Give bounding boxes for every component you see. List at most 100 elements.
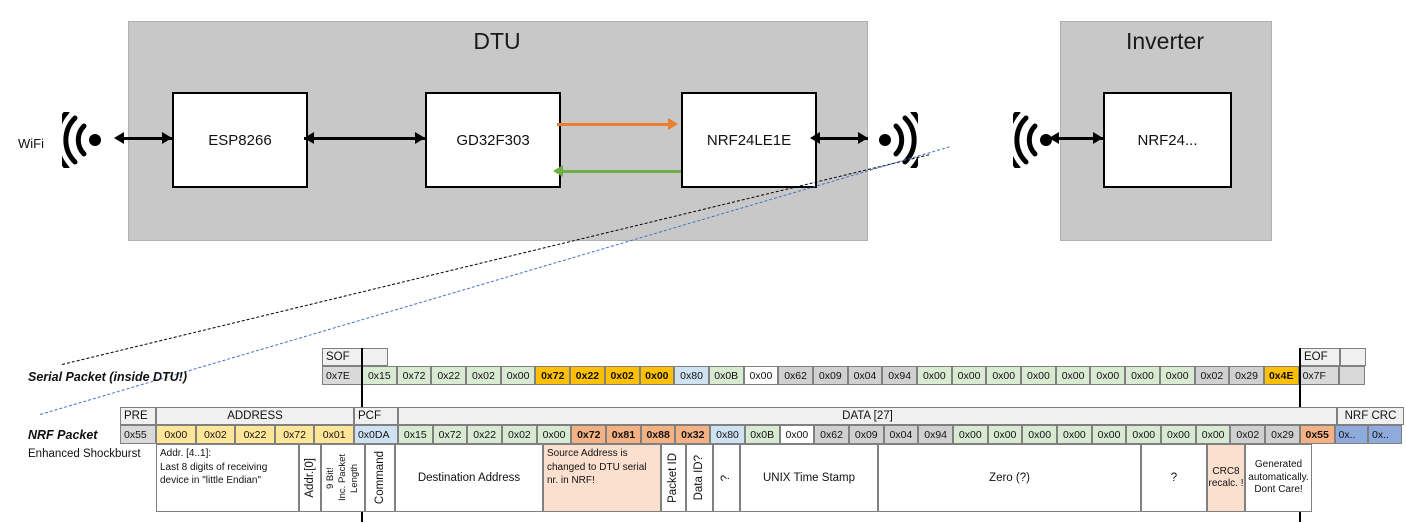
packet-byte-cell: 0x00 — [1057, 425, 1092, 444]
desc-destination-address: Destination Address — [395, 444, 543, 512]
chip-esp8266: ESP8266 — [172, 92, 308, 188]
chip-gd32f303-label: GD32F303 — [456, 131, 530, 149]
packet-byte-cell: 0x00 — [952, 425, 988, 444]
serial-sof-header-row: SOF — [322, 348, 388, 366]
nrf-packet-label: NRF Packet — [28, 428, 98, 442]
packet-byte-cell: 0x02 — [604, 366, 640, 385]
packet-byte-cell: 0x4E — [1263, 366, 1299, 385]
serial-eof-header-row: EOF — [1300, 348, 1366, 366]
nrf-header-row: PRE ADDRESS PCF DATA [27] NRF CRC — [120, 407, 1404, 425]
packet-byte-cell: 0x00 — [156, 425, 196, 444]
desc-data-id: Data ID? — [686, 444, 713, 512]
desc-tilde: ? — [713, 444, 740, 512]
chip-nrf24le1e-label: NRF24LE1E — [706, 131, 792, 149]
chip-nrf24le1e: NRF24LE1E — [681, 92, 817, 188]
desc-address-text: Addr. [4..1]: Last 8 digits of receiving… — [160, 448, 268, 486]
desc-addr0: Addr.[0] — [299, 444, 321, 512]
packet-byte-cell: 0x15 — [397, 425, 433, 444]
packet-byte-cell: 0x02 — [502, 425, 537, 444]
packet-byte-cell: 0x72 — [432, 425, 468, 444]
nrf-header-pcf: PCF — [354, 407, 398, 425]
packet-byte-cell: 0x00 — [1090, 366, 1126, 385]
packet-byte-cell: 0x94 — [882, 366, 917, 385]
desc-command: Command — [365, 444, 395, 512]
packet-byte-cell: 0x09 — [812, 366, 848, 385]
packet-byte-cell: 0x00 — [1161, 425, 1196, 444]
packet-byte-cell: 0x00 — [1126, 425, 1162, 444]
packet-byte-cell: 0x72 — [571, 425, 607, 444]
dtu-title: DTU — [473, 28, 521, 54]
desc-question: ? — [1141, 444, 1207, 512]
desc-pcf-bits: 9 Bit! — [325, 467, 337, 489]
nrf-header-pre: PRE — [120, 407, 156, 425]
arrow-inverter-air-head-left — [1049, 132, 1059, 144]
packet-byte-cell: 0x02 — [1194, 366, 1230, 385]
desc-addr0-text: Addr.[0] — [303, 458, 316, 498]
dtu-radio-antenna-icon — [879, 112, 918, 168]
desc-source-address-text: Source Address is changed to DTU serial … — [547, 448, 647, 486]
nrf-header-address: ADDRESS — [156, 407, 354, 425]
packet-byte-cell: 0x00 — [536, 425, 572, 444]
desc-packet-id-text: Packet ID — [667, 453, 680, 503]
packet-byte-cell: 0x00 — [1125, 366, 1160, 385]
nrf-pcf-value: 0x0DA — [353, 425, 398, 444]
arrow-rx-head — [553, 165, 563, 177]
arrow-nrf-air-head-left — [810, 132, 820, 144]
arrow-wifi-esp-head-left — [114, 132, 124, 144]
serial-sof-header-pad — [362, 348, 388, 366]
packet-byte-cell: 0x00 — [1195, 425, 1231, 444]
desc-packet-id: Packet ID — [661, 444, 686, 512]
desc-command-text: Command — [373, 451, 386, 505]
arrow-inverter-air-head-right — [1093, 132, 1103, 144]
wifi-antenna-icon — [62, 112, 101, 168]
packet-byte-cell: 0x94 — [918, 425, 953, 444]
arrow-nrf-air-line — [813, 137, 868, 140]
packet-byte-cell: 0x00 — [1022, 425, 1058, 444]
packet-byte-cell: 0x0B — [708, 366, 744, 385]
packet-byte-cell: 0x72 — [535, 366, 571, 385]
wifi-label: WiFi — [18, 136, 44, 151]
packet-byte-cell: 0x00 — [917, 366, 952, 385]
packet-byte-cell: 0x22 — [570, 366, 605, 385]
packet-byte-cell: 0x00 — [743, 366, 779, 385]
serial-eof-value: 0x7F — [1298, 366, 1339, 385]
packet-byte-cell: 0x.. — [1334, 425, 1369, 444]
packet-byte-cell: 0x72 — [396, 366, 432, 385]
packet-byte-cell: 0x15 — [362, 366, 397, 385]
packet-byte-cell: 0x00 — [1021, 366, 1056, 385]
serial-packet-label: Serial Packet (inside DTU!) — [28, 370, 188, 384]
chip-nrf24: NRF24... — [1103, 92, 1232, 188]
packet-byte-cell: 0x62 — [814, 425, 849, 444]
arrow-esp-gd32-line — [304, 137, 425, 140]
packet-byte-cell: 0x88 — [640, 425, 676, 444]
desc-pcf-group: 9 Bit! Inc. Packet Length — [325, 445, 361, 511]
packet-byte-cell: 0x22 — [431, 366, 467, 385]
packet-byte-cell: 0x00 — [500, 366, 536, 385]
packet-byte-cell: 0x01 — [314, 425, 354, 444]
packet-byte-cell: 0x00 — [639, 366, 675, 385]
packet-byte-cell: 0x04 — [883, 425, 919, 444]
packet-byte-cell: 0x00 — [987, 425, 1023, 444]
arrow-tx-line — [557, 123, 669, 126]
nrf-description-row: Addr. [4..1]: Last 8 digits of receiving… — [156, 444, 1312, 512]
inverter-title: Inverter — [1126, 28, 1204, 54]
packet-byte-cell: 0x22 — [235, 425, 275, 444]
packet-byte-cell: 0x62 — [778, 366, 813, 385]
desc-pcf: 9 Bit! Inc. Packet Length — [321, 444, 365, 512]
packet-byte-cell: 0x04 — [847, 366, 883, 385]
desc-nrf-crc-note: Generated automatically. Dont Care! — [1245, 444, 1312, 512]
serial-eof-header: EOF — [1300, 348, 1340, 366]
packet-byte-cell: 0x00 — [779, 425, 815, 444]
desc-address: Addr. [4..1]: Last 8 digits of receiving… — [156, 444, 299, 512]
desc-pcf-length: Length — [348, 463, 360, 493]
nrf-crc-container: 0x..0x.. — [1334, 425, 1402, 444]
packet-byte-cell: 0x80 — [710, 425, 745, 444]
packet-byte-cell: 0x00 — [951, 366, 987, 385]
desc-tilde-text: ? — [720, 474, 733, 482]
packet-byte-cell: 0x00 — [1159, 366, 1195, 385]
arrow-esp-gd32-head-left — [304, 132, 314, 144]
packet-byte-cell: 0x00 — [1091, 425, 1127, 444]
packet-byte-cell: 0x0B — [744, 425, 780, 444]
desc-zero: Zero (?) — [878, 444, 1141, 512]
arrow-esp-gd32-head-right — [415, 132, 425, 144]
